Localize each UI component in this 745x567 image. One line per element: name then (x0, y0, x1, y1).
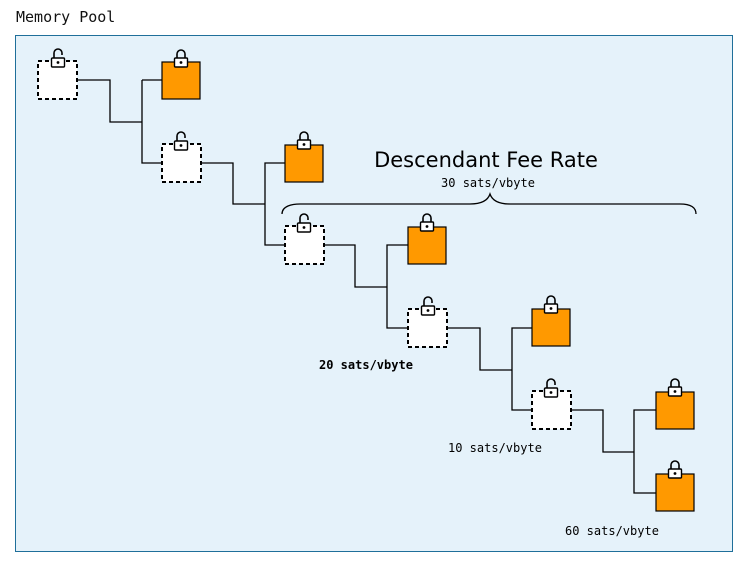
unconfirmed-transaction (284, 213, 325, 265)
unlocked-padlock-icon (420, 296, 436, 316)
memory-pool-area (15, 35, 733, 552)
unlocked-padlock-icon (296, 213, 312, 233)
confirmed-transaction (655, 460, 695, 512)
locked-padlock-icon (419, 213, 435, 232)
unconfirmed-transaction (37, 48, 78, 100)
unconfirmed-transaction (161, 131, 202, 183)
confirmed-transaction (655, 378, 695, 430)
confirmed-transaction (284, 131, 324, 183)
brace-rate-label: 30 sats/vbyte (441, 176, 535, 190)
confirmed-transaction (531, 295, 571, 347)
unconfirmed-transaction (531, 378, 572, 430)
rate-label-20: 20 sats/vbyte (319, 358, 413, 372)
diagram-heading: Descendant Fee Rate (374, 148, 598, 172)
locked-padlock-icon (173, 49, 189, 68)
unlocked-padlock-icon (173, 131, 189, 151)
confirmed-transaction (407, 213, 447, 265)
rate-label-10: 10 sats/vbyte (448, 441, 542, 455)
locked-padlock-icon (667, 460, 683, 479)
locked-padlock-icon (296, 131, 312, 150)
unlocked-padlock-icon (543, 378, 559, 398)
unlocked-padlock-icon (50, 48, 66, 68)
locked-padlock-icon (543, 295, 559, 314)
descendant-brace (281, 191, 697, 215)
rate-label-60: 60 sats/vbyte (565, 524, 659, 538)
page-title: Memory Pool (16, 8, 116, 26)
locked-padlock-icon (667, 378, 683, 397)
unconfirmed-transaction (407, 296, 448, 348)
connector-lines (77, 79, 656, 494)
confirmed-transaction (161, 49, 201, 100)
